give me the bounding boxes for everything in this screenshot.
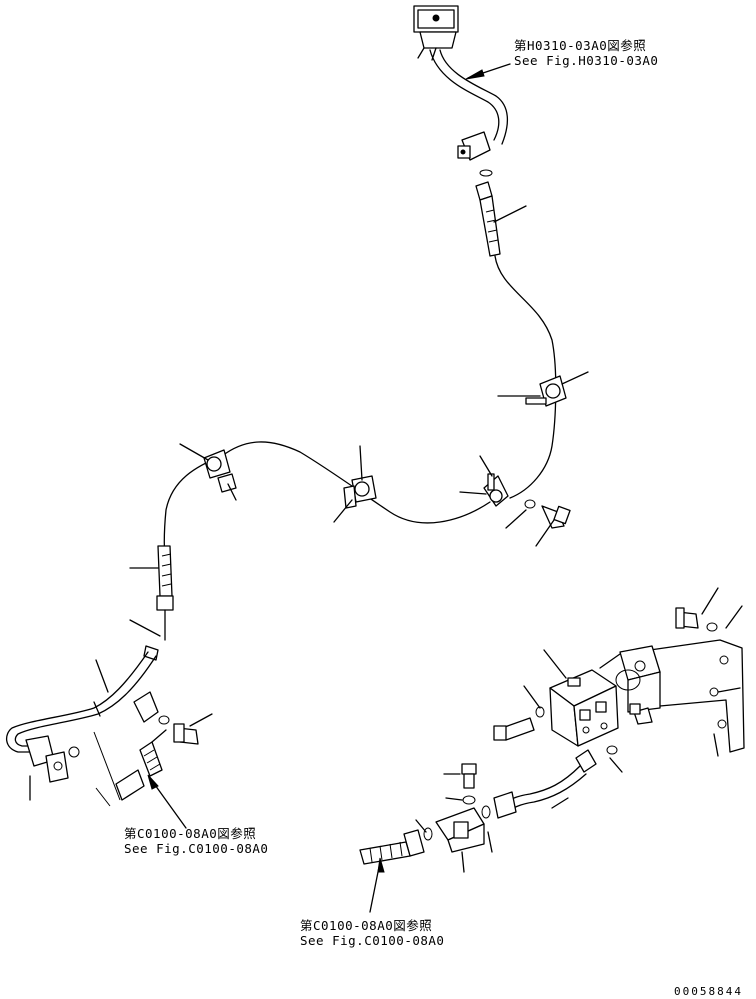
reference-jp: 第C0100-08A0図参照 [124, 826, 257, 841]
reference-en: See Fig.H0310-03A0 [514, 53, 659, 68]
valve-assembly [360, 608, 744, 864]
reference-jp: 第C0100-08A0図参照 [300, 918, 433, 933]
drawing-number: 00058844 [674, 985, 743, 998]
left-hose-assembly [7, 546, 198, 806]
reference-label-1: 第H0310-03A0図参照 See Fig.H0310-03A0 [514, 38, 658, 68]
reference-en: See Fig.C0100-08A0 [124, 841, 269, 856]
reference-jp: 第H0310-03A0図参照 [514, 38, 647, 53]
reference-en: See Fig.C0100-08A0 [300, 933, 445, 948]
middle-hose-route [164, 376, 570, 560]
reference-label-2: 第C0100-08A0図参照 See Fig.C0100-08A0 [124, 826, 268, 856]
reference-label-3: 第C0100-08A0図参照 See Fig.C0100-08A0 [300, 918, 444, 948]
top-solenoid-assembly [414, 6, 556, 498]
leader-lines [30, 64, 742, 912]
